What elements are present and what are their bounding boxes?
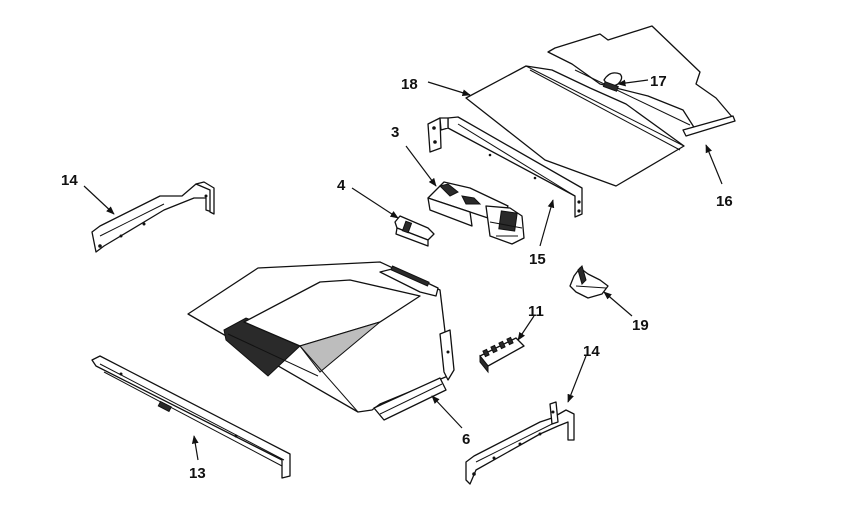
part-13-trim-rail	[91, 355, 291, 479]
part-18-shield-panel	[465, 65, 685, 187]
leader-19	[603, 291, 633, 317]
leader-6	[431, 395, 463, 429]
part-6-hood-assembly	[187, 261, 455, 421]
callout-11: 11	[528, 303, 544, 320]
leader-4	[351, 187, 399, 219]
part-16-cover-panel	[547, 25, 736, 137]
part-14-right-bracket	[465, 401, 575, 485]
callout-17: 17	[650, 73, 667, 90]
callout-4: 4	[337, 177, 346, 194]
part-15-channel-bracket	[427, 116, 583, 218]
leader-18	[427, 81, 471, 96]
callout-15: 15	[529, 251, 546, 268]
part-19-bracket	[569, 265, 609, 299]
part-14-left-bracket	[91, 181, 215, 253]
callout-14-left: 14	[61, 172, 78, 189]
callout-18: 18	[401, 76, 418, 93]
callout-14-right: 14	[583, 343, 600, 360]
part-11-terminal-block	[479, 336, 525, 374]
leader-3	[405, 145, 437, 187]
leader-16	[705, 144, 723, 185]
callout-6: 6	[462, 431, 470, 448]
leader-13	[191, 435, 199, 461]
callout-3: 3	[391, 124, 399, 141]
leader-15	[539, 199, 555, 247]
callout-labels: 18 17 16 3 4 15 14 11 19 14 6 13	[61, 73, 733, 482]
callout-16: 16	[716, 193, 733, 210]
leader-11	[517, 315, 535, 341]
part-3-control-module	[427, 181, 525, 245]
leader-14-left	[83, 185, 115, 215]
leader-14-right	[567, 355, 587, 403]
callout-19: 19	[632, 317, 649, 334]
leader-lines	[83, 79, 723, 461]
part-4-block	[394, 215, 435, 247]
callout-13: 13	[189, 465, 206, 482]
leader-17	[617, 79, 649, 87]
